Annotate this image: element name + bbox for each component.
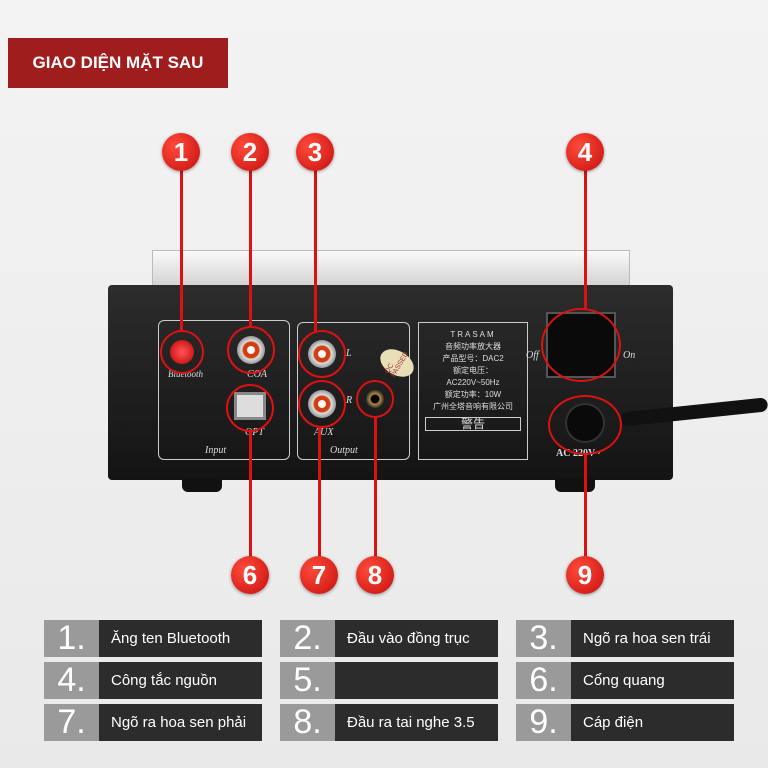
- aux-label: AUX: [314, 427, 334, 438]
- label-line: AC220V~50Hz: [446, 378, 500, 387]
- legend-item: 4.Công tắc nguồn: [44, 661, 262, 699]
- marker-3: 3: [296, 133, 334, 171]
- label-line: 广州全塔音响有限公司: [433, 402, 513, 411]
- highlight-ring: [226, 384, 274, 432]
- highlight-ring: [548, 395, 622, 455]
- device-foot: [555, 478, 595, 492]
- output-panel: [297, 322, 410, 460]
- legend-number: 1.: [44, 619, 99, 657]
- bluetooth-label: Bluetooth: [168, 369, 203, 379]
- pointer-line: [584, 170, 587, 310]
- legend-number: 6.: [516, 661, 571, 699]
- legend-item: 3.Ngõ ra hoa sen trái: [516, 619, 734, 657]
- pointer-line: [249, 170, 252, 328]
- legend-number: 4.: [44, 661, 99, 699]
- legend-item: 8.Đầu ra tai nghe 3.5: [280, 703, 498, 741]
- legend-text: Ăng ten Bluetooth: [99, 620, 262, 657]
- r-label: R: [346, 395, 353, 406]
- device-top-lid: [152, 250, 630, 290]
- input-label: Input: [205, 445, 227, 456]
- legend-text: Đầu vào đồng trục: [335, 620, 498, 657]
- marker-7: 7: [300, 556, 338, 594]
- label-line: 额定功率：10W: [444, 390, 502, 399]
- highlight-ring: [298, 330, 346, 378]
- label-line: 额定电压：: [453, 366, 493, 375]
- off-label: Off: [526, 350, 539, 361]
- legend-number: 3.: [516, 619, 571, 657]
- page-title: GIAO DIỆN MẶT SAU: [8, 38, 228, 88]
- legend-item: 5.: [280, 661, 498, 699]
- spec-label: TRASAM 音频功率放大器 产品型号：DAC2 额定电压： AC220V~50…: [418, 322, 528, 460]
- device-foot: [182, 478, 222, 492]
- highlight-ring: [298, 380, 346, 428]
- legend-text: Cổng quang: [571, 662, 734, 699]
- legend-text: Công tắc nguồn: [99, 662, 262, 699]
- legend-text: [335, 662, 498, 699]
- brand-text: TRASAM: [450, 330, 496, 339]
- label-line: 产品型号：DAC2: [442, 354, 504, 363]
- marker-8: 8: [356, 556, 394, 594]
- pointer-line: [318, 428, 321, 560]
- marker-1: 1: [162, 133, 200, 171]
- output-label: Output: [330, 445, 358, 456]
- marker-2: 2: [231, 133, 269, 171]
- marker-6: 6: [231, 556, 269, 594]
- legend-item: 6.Cổng quang: [516, 661, 734, 699]
- legend-text: Ngõ ra hoa sen trái: [571, 620, 734, 657]
- input-panel: [158, 320, 290, 460]
- pointer-line: [584, 455, 587, 560]
- pointer-line: [180, 170, 183, 332]
- label-line: 警告: [425, 417, 521, 431]
- coa-label: COA: [247, 369, 267, 380]
- l-label: L: [346, 348, 352, 359]
- pointer-line: [314, 170, 317, 332]
- legend-item: 7.Ngõ ra hoa sen phải: [44, 703, 262, 741]
- legend-number: 7.: [44, 703, 99, 741]
- label-line: 音频功率放大器: [445, 342, 501, 351]
- pointer-line: [249, 430, 252, 560]
- legend: 1.Ăng ten Bluetooth 2.Đầu vào đồng trục …: [44, 619, 734, 741]
- pointer-line: [374, 416, 377, 560]
- marker-9: 9: [566, 556, 604, 594]
- on-label: On: [623, 350, 636, 361]
- legend-text: Cáp điện: [571, 704, 734, 741]
- marker-4: 4: [566, 133, 604, 171]
- legend-number: 9.: [516, 703, 571, 741]
- legend-item: 2.Đầu vào đồng trục: [280, 619, 498, 657]
- legend-number: 5.: [280, 661, 335, 699]
- highlight-ring: [541, 308, 621, 382]
- legend-number: 8.: [280, 703, 335, 741]
- highlight-ring: [160, 330, 204, 374]
- legend-text: Ngõ ra hoa sen phải: [99, 704, 262, 741]
- highlight-ring: [227, 326, 275, 374]
- legend-item: 9.Cáp điện: [516, 703, 734, 741]
- highlight-ring: [356, 380, 394, 418]
- legend-item: 1.Ăng ten Bluetooth: [44, 619, 262, 657]
- legend-number: 2.: [280, 619, 335, 657]
- legend-text: Đầu ra tai nghe 3.5: [335, 704, 498, 741]
- opt-label: OPT: [245, 427, 264, 438]
